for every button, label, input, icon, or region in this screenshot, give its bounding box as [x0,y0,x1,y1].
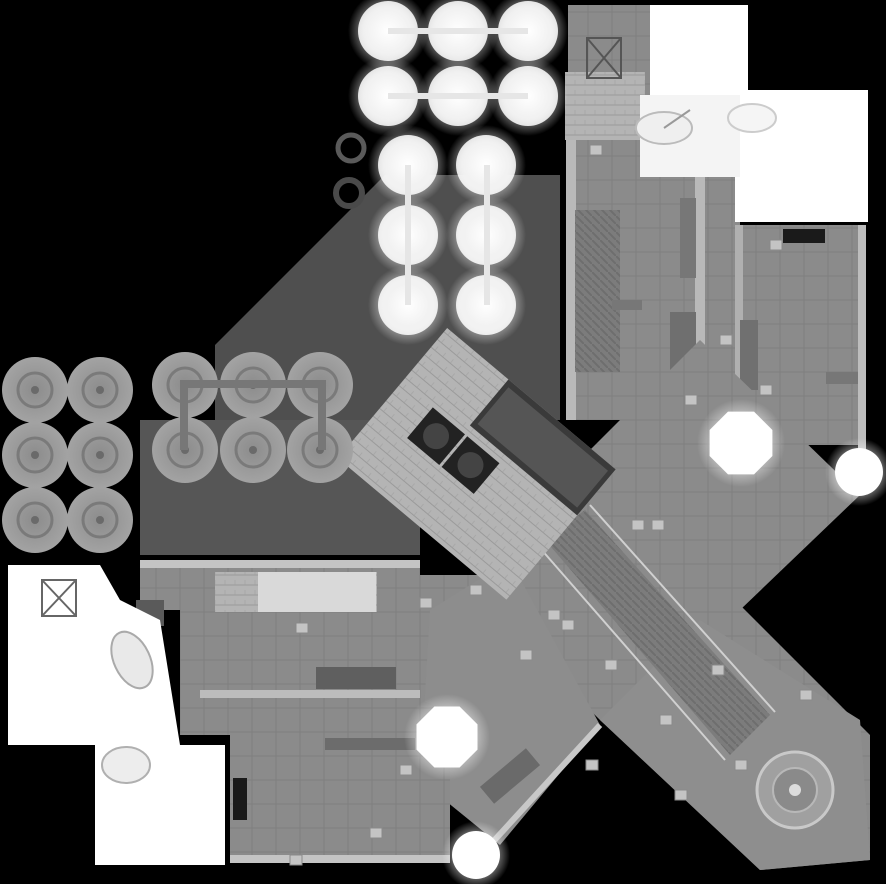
east-outer-wall [858,225,866,455]
lamp-glow [697,399,785,487]
north-wood-deck [565,72,645,140]
crate [589,144,603,156]
west-tower [41,579,77,617]
east-counter [740,320,758,390]
north-wall-right [695,150,705,410]
sw-counter-2 [316,667,396,689]
control-building [337,328,616,600]
crate [419,597,433,609]
sw-dark-door [233,778,247,820]
crate [469,584,483,596]
north-tower [586,37,622,79]
grey-tank [67,357,133,423]
east-dark-door [783,229,825,243]
satellite-dish-southwest [101,746,151,784]
crate [561,619,575,631]
crate [547,609,561,621]
crate [289,854,303,866]
crate [684,394,698,406]
fountain-center [789,784,801,796]
sw-wood-deck-bright [258,572,376,612]
walkway-edge-2 [589,504,776,713]
east-bench [826,372,858,384]
lamp-glow [442,821,510,884]
grey-tank [67,487,133,553]
small-ring-2 [333,177,365,209]
glow-pipes [388,28,528,305]
sw-wall-mid [200,690,420,698]
grey-tank [67,422,133,488]
satellite-dish-west [110,630,154,690]
sw-wall [487,722,603,848]
crate [295,622,309,634]
grey-tank-cluster-center [180,380,326,450]
crate [369,827,383,839]
crate [734,759,748,771]
diagonal-walkway [545,510,770,755]
west-bright-roof [8,565,225,865]
crate [674,789,688,801]
walkway-edge-1 [539,547,726,761]
north-wall-left [566,140,576,420]
lamp-glow [404,694,490,780]
east-room-wall [735,225,743,400]
sw-wall-top [140,560,420,568]
north-bright-roof [650,5,748,97]
crate [799,689,813,701]
crate [519,649,533,661]
grey-tank [2,487,68,553]
crate [651,519,665,531]
sw-bench [325,738,415,750]
crate [585,759,599,771]
sw-counter [479,748,541,804]
crate [719,334,733,346]
north-bleachers [575,210,620,372]
lamp-glow [825,438,886,506]
sw-wall-bottom [230,855,450,863]
satellite-dish-north [635,109,693,145]
crate [759,384,773,396]
crate [659,714,673,726]
grey-tank [220,417,286,483]
crate [711,664,725,676]
small-ring-1 [335,132,367,164]
crate [769,239,783,251]
grey-tank [2,422,68,488]
satellite-dish-east [727,103,777,133]
north-bench [680,198,696,278]
crate [604,659,618,671]
north-bench-2 [612,300,642,310]
crate [631,519,645,531]
crate [399,764,413,776]
southwest-building [140,565,450,860]
grey-tank [2,357,68,423]
